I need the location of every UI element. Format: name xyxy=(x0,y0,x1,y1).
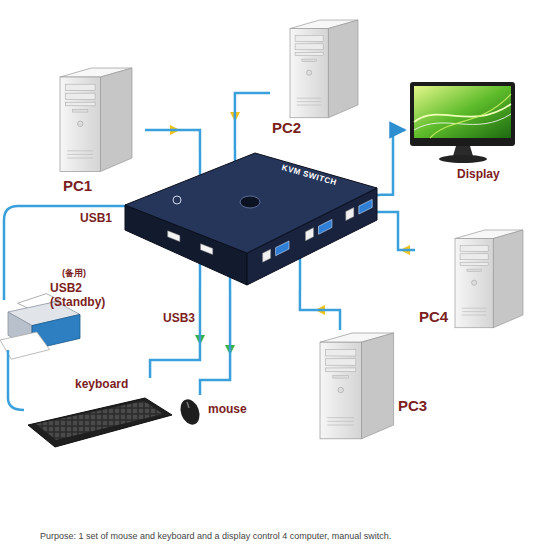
keyboard: keyboard xyxy=(20,378,175,450)
port-label: USB2 (Standby) xyxy=(50,282,112,310)
caption: Purpose: 1 set of mouse and keyboard and… xyxy=(40,531,391,541)
device-label: PC3 xyxy=(398,398,427,415)
device-label: keyboard xyxy=(75,378,128,391)
cable-connector xyxy=(150,290,200,378)
display-monitor: Display xyxy=(405,75,525,185)
device-label: PC4 xyxy=(419,309,448,326)
kvm-switch: KVM SWITCH xyxy=(125,150,380,290)
computer-tower: PC1 xyxy=(55,65,145,195)
port-label: (备用) xyxy=(62,268,86,278)
cable-connector xyxy=(380,212,415,250)
computer-tower: PC4 xyxy=(415,225,530,330)
cable-connector xyxy=(235,93,270,150)
port-label: USB1 xyxy=(80,212,112,226)
device-label: Display xyxy=(457,168,500,181)
device-label: PC2 xyxy=(272,120,301,137)
cable-connector xyxy=(380,130,405,195)
computer-tower: PC2 xyxy=(270,18,365,143)
device-label: mouse xyxy=(208,403,247,416)
switch-body xyxy=(125,150,380,290)
cable-connector xyxy=(145,130,200,150)
cable-connector xyxy=(300,290,340,330)
mouse: mouse xyxy=(178,395,258,427)
cable-connector xyxy=(200,290,230,395)
port-label: USB3 xyxy=(163,312,195,326)
device-label: PC1 xyxy=(63,178,92,195)
computer-tower: PC3 xyxy=(315,330,433,450)
